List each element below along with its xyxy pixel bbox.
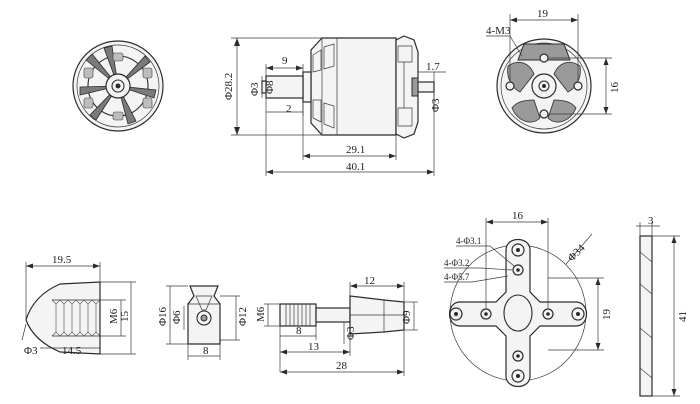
dim-cone-bore: Φ3 (24, 345, 38, 357)
dim-mount-thickness: 3 (648, 215, 654, 227)
dim-shaft-diameter: Φ3 (249, 82, 261, 96)
dim-mount-length: 41 (677, 311, 689, 322)
dim-rear-shaft-diameter: Φ3 (430, 98, 442, 112)
dim-mount-height: 19 (601, 309, 613, 321)
dim-collet-diameter: Φ9 (401, 310, 413, 324)
dim-hole-b: 4-Φ3.2 (444, 258, 469, 268)
dim-adapter-outer-diameter: Φ16 (157, 306, 169, 326)
dim-mount-width: 16 (512, 210, 524, 222)
dim-shaft-step-diameter: Φ8 (264, 80, 276, 94)
mount-side-view: 3 41 (636, 215, 689, 397)
prop-adapter-view: Φ16 Φ6 Φ12 8 (157, 285, 249, 360)
prop-shaft-view: 12 M6 Φ3 Φ9 8 13 28 (255, 275, 418, 376)
dim-hole-a: 4-Φ3.1 (456, 236, 481, 246)
dim-cone-thread-length: 14.5 (62, 345, 82, 357)
dim-cone-diameter: 15 (119, 311, 131, 323)
cross-mount-view: 16 4-Φ3.1 4-Φ3.2 4-Φ5.7 Φ34 19 (444, 210, 613, 388)
dim-shaft-thread-length: 8 (296, 325, 302, 337)
dim-hole-c: 4-Φ5.7 (444, 272, 470, 282)
dim-hole-spacing-horizontal: 19 (537, 8, 549, 20)
motor-side-view: Φ28.2 9 Φ8 Φ3 2 1.7 Φ3 29.1 (223, 35, 446, 176)
dim-shaft-overall-length: 28 (336, 360, 348, 372)
dim-body-length: 29.1 (346, 144, 365, 156)
dim-mount-holes: 4-M3 (486, 25, 511, 37)
dim-collet-length: 12 (364, 275, 375, 287)
dim-adapter-height: 8 (203, 345, 209, 357)
dim-overall-length: 40.1 (346, 161, 365, 173)
dim-step-offset: 2 (286, 103, 292, 115)
dim-shaft-rod-diameter: Φ3 (345, 326, 357, 340)
dim-rear-offset: 1.7 (426, 61, 440, 73)
dim-shaft-body-length: 13 (308, 341, 320, 353)
prop-cone-view: 19.5 M6 15 Φ3 14.5 (21, 254, 136, 357)
dim-shaft-step-length: 9 (282, 55, 288, 67)
dim-hole-spacing-vertical: 16 (609, 82, 621, 94)
dim-adapter-inner-diameter: Φ6 (171, 310, 183, 324)
motor-front-view (72, 40, 164, 132)
dim-shaft-thread: M6 (255, 306, 267, 322)
dim-cone-thread: M6 (108, 308, 120, 324)
dim-body-diameter: Φ28.2 (223, 73, 235, 100)
dim-adapter-flange-diameter: Φ12 (237, 307, 249, 326)
dim-cone-length: 19.5 (52, 254, 72, 266)
motor-rear-view: 4-M3 19 16 (486, 8, 621, 134)
